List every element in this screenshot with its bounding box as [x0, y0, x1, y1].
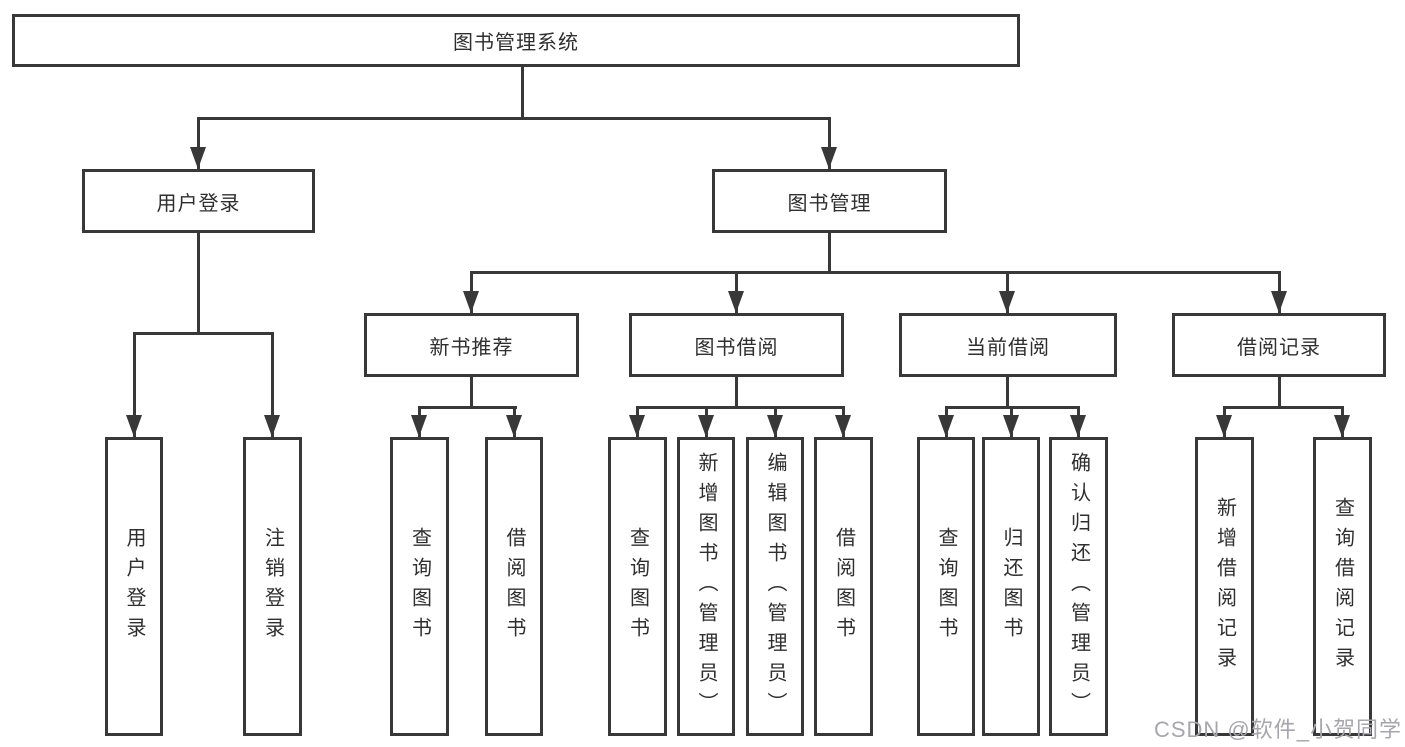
connector-line: [197, 233, 200, 335]
connector-line: [1006, 377, 1009, 409]
leaf-return-books-label: 归还图书: [1000, 526, 1022, 647]
leaf-add-borrow-record: 新增借阅记录: [1195, 437, 1254, 736]
arrow-down-icon: [506, 415, 522, 437]
arrow-down-icon: [835, 415, 851, 437]
node-borrow-records-label: 借阅记录: [1237, 336, 1321, 359]
leaf-confirm-return-admin-label: 确认归还（管理员）: [1067, 451, 1090, 722]
leaf-borrow-books: 借阅图书: [814, 437, 873, 736]
connector-line: [470, 271, 1280, 274]
node-book-management: 图书管理: [712, 169, 947, 233]
node-user-login-label: 用户登录: [156, 192, 241, 215]
node-new-book-recommend: 新书推荐: [364, 313, 579, 377]
arrow-down-icon: [938, 415, 954, 437]
leaf-confirm-return-admin: 确认归还（管理员）: [1049, 437, 1108, 736]
leaf-add-books-admin-label: 新增图书（管理员）: [695, 451, 717, 722]
arrow-down-icon: [1271, 291, 1287, 313]
node-user-login: 用户登录: [82, 169, 315, 233]
leaf-edit-books-admin: 编辑图书（管理员）: [746, 437, 804, 736]
node-current-borrow-label: 当前借阅: [966, 336, 1050, 359]
arrow-down-icon: [999, 291, 1015, 313]
connector-line: [197, 117, 200, 169]
leaf-query-borrow-record-label: 查询借阅记录: [1331, 496, 1354, 677]
connector-line: [636, 406, 844, 409]
arrow-down-icon: [767, 415, 783, 437]
arrow-down-icon: [1070, 415, 1086, 437]
node-library-system-label: 图书管理系统: [453, 32, 579, 54]
arrow-down-icon: [1216, 415, 1232, 437]
connector-line: [470, 377, 473, 409]
leaf-borrow-books-label: 借阅图书: [832, 526, 855, 647]
node-book-management-label: 图书管理: [787, 192, 872, 215]
connector-line: [197, 117, 830, 120]
leaf-logout: 注销登录: [243, 437, 302, 736]
connector-line: [1223, 406, 1343, 409]
leaf-query-borrow-record: 查询借阅记录: [1313, 437, 1372, 736]
leaf-return-books: 归还图书: [982, 437, 1040, 736]
connector-line: [133, 332, 274, 335]
leaf-user-login: 用户登录: [105, 437, 163, 736]
connector-line: [133, 332, 136, 437]
leaf-query-books-current-label: 查询图书: [935, 526, 957, 647]
leaf-logout-label: 注销登录: [261, 526, 284, 647]
node-borrow-records: 借阅记录: [1172, 313, 1386, 377]
arrow-down-icon: [821, 147, 837, 169]
arrow-down-icon: [629, 415, 645, 437]
leaf-query-books-current: 查询图书: [917, 437, 975, 736]
csdn-watermark: CSDN @软件_小贺同学: [1153, 717, 1402, 742]
connector-line: [521, 67, 524, 120]
connector-line: [828, 117, 831, 169]
node-library-system: 图书管理系统: [12, 14, 1020, 67]
leaf-borrow-books-recommend-label: 借阅图书: [503, 526, 525, 647]
arrow-down-icon: [126, 415, 142, 437]
connector-line: [735, 377, 738, 409]
arrow-down-icon: [698, 415, 714, 437]
leaf-query-books-recommend: 查询图书: [390, 437, 449, 736]
node-new-book-recommend-label: 新书推荐: [429, 336, 514, 359]
arrow-down-icon: [411, 415, 427, 437]
arrow-down-icon: [264, 415, 280, 437]
leaf-user-login-label: 用户登录: [123, 526, 145, 647]
leaf-add-borrow-record-label: 新增借阅记录: [1213, 496, 1236, 677]
arrow-down-icon: [728, 291, 744, 313]
leaf-add-books-admin: 新增图书（管理员）: [677, 437, 735, 736]
arrow-down-icon: [1003, 415, 1019, 437]
leaf-query-books-borrow-label: 查询图书: [626, 526, 649, 647]
arrow-down-icon: [463, 291, 479, 313]
arrow-down-icon: [190, 147, 206, 169]
leaf-query-books-recommend-label: 查询图书: [408, 526, 431, 647]
leaf-query-books-borrow: 查询图书: [608, 437, 667, 736]
leaf-edit-books-admin-label: 编辑图书（管理员）: [764, 451, 786, 722]
arrow-down-icon: [1334, 415, 1350, 437]
node-book-borrow-label: 图书借阅: [694, 336, 779, 359]
connector-line: [828, 233, 831, 274]
connector-line: [271, 332, 274, 437]
connector-line: [418, 406, 517, 409]
leaf-borrow-books-recommend: 借阅图书: [485, 437, 543, 736]
connector-line: [1278, 377, 1281, 409]
node-book-borrow: 图书借阅: [629, 313, 844, 377]
node-current-borrow: 当前借阅: [899, 313, 1117, 377]
